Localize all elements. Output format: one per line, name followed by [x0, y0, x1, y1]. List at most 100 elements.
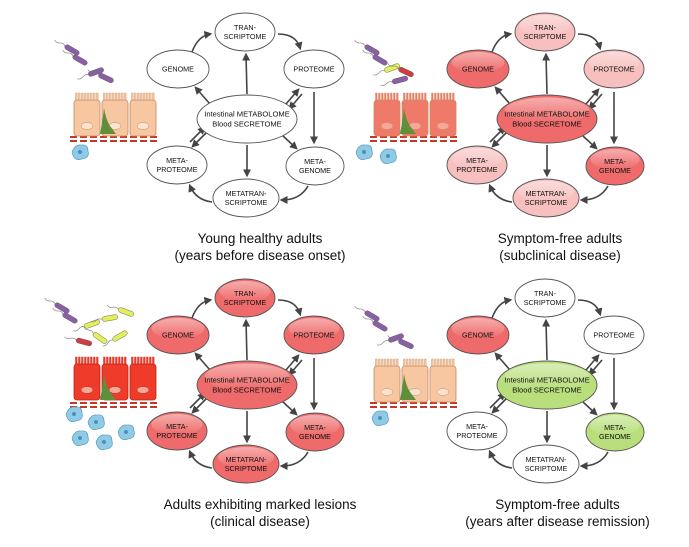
microvillus	[118, 356, 121, 365]
arrow-center-metagenome	[282, 401, 298, 416]
membrane-dash	[370, 402, 377, 404]
node-label: METATRAN-	[526, 189, 567, 198]
node-shape	[514, 278, 576, 318]
arrow-metaproteome-center	[189, 392, 206, 409]
membrane-dash	[410, 136, 417, 138]
membrane-dash	[450, 140, 457, 142]
node-genome: GENOME	[446, 315, 510, 355]
microvillus	[84, 356, 87, 365]
microvillus	[437, 358, 440, 367]
arrow-metaproteome-center	[489, 392, 506, 409]
node-label: SCRIPTOME	[525, 464, 568, 473]
microvillus	[378, 92, 381, 101]
microvillus	[75, 92, 78, 101]
bacterium	[354, 39, 380, 56]
membrane-dash	[370, 140, 377, 142]
epithelial-cell	[373, 99, 401, 137]
bacterium	[73, 319, 100, 332]
membrane-dash	[100, 402, 107, 404]
arrow-metaproteome-center	[189, 126, 206, 143]
node-metaproteome: META-PROTEOME	[146, 411, 208, 451]
membrane-dash	[80, 402, 87, 404]
arrow-transcriptome-proteome	[277, 299, 303, 317]
arrow-metagenome-metatranscriptome	[579, 451, 609, 470]
node-shape	[285, 146, 345, 186]
microvillus	[124, 356, 127, 365]
cell-nucleus	[436, 388, 450, 396]
membrane-dash	[430, 406, 437, 408]
membrane-dash	[420, 402, 427, 404]
membrane-dash	[380, 402, 387, 404]
microvillus	[375, 92, 378, 101]
membrane-dash	[90, 402, 97, 404]
immune-cell-nucleus	[386, 154, 390, 158]
microvillus	[415, 92, 418, 101]
microvillus	[406, 92, 409, 101]
membrane-dash	[140, 406, 147, 408]
microvillus	[403, 358, 406, 367]
node-label: META-	[604, 423, 626, 432]
microvillus	[421, 92, 424, 101]
cell-nucleus	[80, 386, 94, 394]
node-label: SCRIPTOME	[225, 464, 268, 473]
node-genome: GENOME	[446, 49, 510, 89]
node-label: GENOME	[599, 432, 631, 441]
node-label: META-	[166, 156, 188, 165]
node-label: Intestinal METABOLOME	[504, 110, 590, 119]
stromal-cell	[400, 108, 416, 134]
node-highlight	[451, 147, 503, 169]
caption-line-1: Symptom-free adults	[495, 497, 620, 512]
node-transcriptome: TRAN-SCRIPTOME	[514, 12, 576, 52]
membrane-dash	[370, 406, 377, 408]
microvillus	[446, 92, 449, 101]
microvillus	[134, 92, 137, 101]
node-label: TRAN-	[534, 289, 557, 298]
membrane-dash	[450, 406, 457, 408]
immune-cell-nucleus	[78, 436, 82, 440]
membrane-dash	[400, 402, 407, 404]
arrow-center-genome	[494, 86, 511, 105]
node-metagenome: META-GENOME	[585, 146, 645, 186]
microvillus	[152, 356, 155, 365]
node-label: META-	[466, 156, 488, 165]
arrow-center-proteome	[585, 354, 600, 371]
node-label: METATRAN-	[526, 455, 567, 464]
caption-line-2: (years after disease remission)	[465, 514, 650, 529]
bacterium	[380, 75, 409, 86]
stromal-cell	[400, 374, 416, 400]
microvillus	[403, 92, 406, 101]
microvillus	[452, 92, 455, 101]
membrane-dash	[130, 402, 137, 404]
microvillus	[78, 92, 81, 101]
arrows	[488, 296, 618, 470]
microvillus	[431, 92, 434, 101]
caption-panel-2: Symptom-free adults (subclinical disease…	[440, 230, 680, 264]
node-highlight	[517, 180, 575, 202]
membrane-dash	[120, 140, 127, 142]
node-label: SCRIPTOME	[524, 32, 567, 41]
membrane-dash	[430, 136, 437, 138]
microvillus	[96, 92, 99, 101]
node-shape	[446, 411, 508, 451]
node-label: Blood SECRETOME	[512, 386, 582, 395]
node-metatranscriptome: METATRAN-SCRIPTOME	[212, 444, 280, 484]
microvillus	[149, 92, 152, 101]
membrane-dash	[150, 140, 157, 142]
node-genome: GENOME	[146, 315, 210, 355]
microvillus	[396, 92, 399, 101]
node-label: Blood SECRETOME	[212, 386, 282, 395]
arrow-center-genome	[194, 86, 211, 105]
node-metatranscriptome: METATRAN-SCRIPTOME	[512, 178, 580, 218]
arrow-center-metagenome	[582, 401, 598, 416]
microvillus	[134, 356, 137, 365]
stromal-cell	[100, 374, 116, 400]
node-label: SCRIPTOME	[525, 198, 568, 207]
microvillus	[146, 356, 149, 365]
microvillus	[121, 356, 124, 365]
membrane-dash	[420, 406, 427, 408]
arrow-metagenome-metatranscriptome	[579, 185, 609, 204]
